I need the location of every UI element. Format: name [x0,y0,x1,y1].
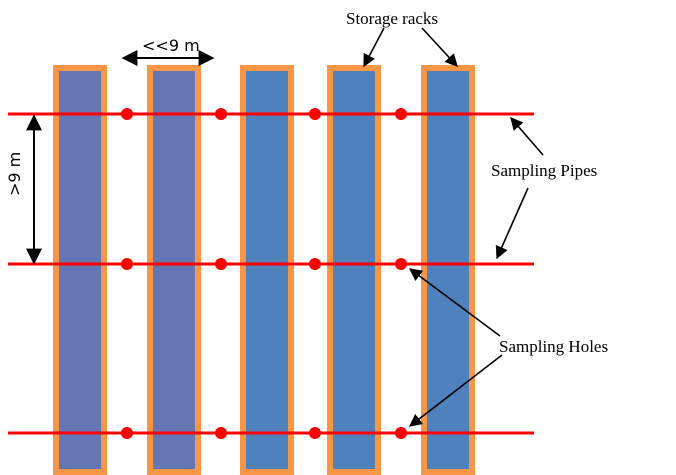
sampling-hole-1-2 [215,108,227,120]
rack-spacing-label: <<9 m [142,36,200,55]
sampling-hole-1-3 [309,108,321,120]
sampling-pipes-callout-arrow-2 [495,187,529,260]
storage-rack-4 [327,65,381,475]
sampling-holes-callout-arrow-2 [408,354,503,427]
storage-rack-5 [421,65,475,475]
storage-racks-callout-arrow-1 [363,27,385,68]
sampling-pipes-group [8,112,534,435]
sampling-hole-3-3 [309,427,321,439]
storage-racks-group [53,65,475,475]
sampling-holes-label: Sampling Holes [499,337,608,356]
sampling-hole-2-1 [121,258,133,270]
sampling-hole-3-4 [395,427,407,439]
sampling-holes-callout-arrow-1 [408,268,501,337]
sampling-hole-1-1 [121,108,133,120]
storage-rack-1 [53,65,107,475]
sampling-holes-group [121,108,407,439]
storage-racks-label: Storage racks [346,9,438,28]
sampling-hole-3-2 [215,427,227,439]
sampling-hole-2-4 [395,258,407,270]
storage-racks-callout-arrow-2 [421,27,458,67]
storage-rack-2 [147,65,201,475]
storage-rack-3 [240,65,294,475]
sampling-pipes-callout-arrow-1 [510,117,544,156]
sampling-hole-1-4 [395,108,407,120]
sampling-hole-2-3 [309,258,321,270]
sampling-hole-3-1 [121,427,133,439]
sampling-pipes-label: Sampling Pipes [491,161,597,180]
pipe-spacing-label: >9 m [5,152,24,196]
sampling-hole-2-2 [215,258,227,270]
